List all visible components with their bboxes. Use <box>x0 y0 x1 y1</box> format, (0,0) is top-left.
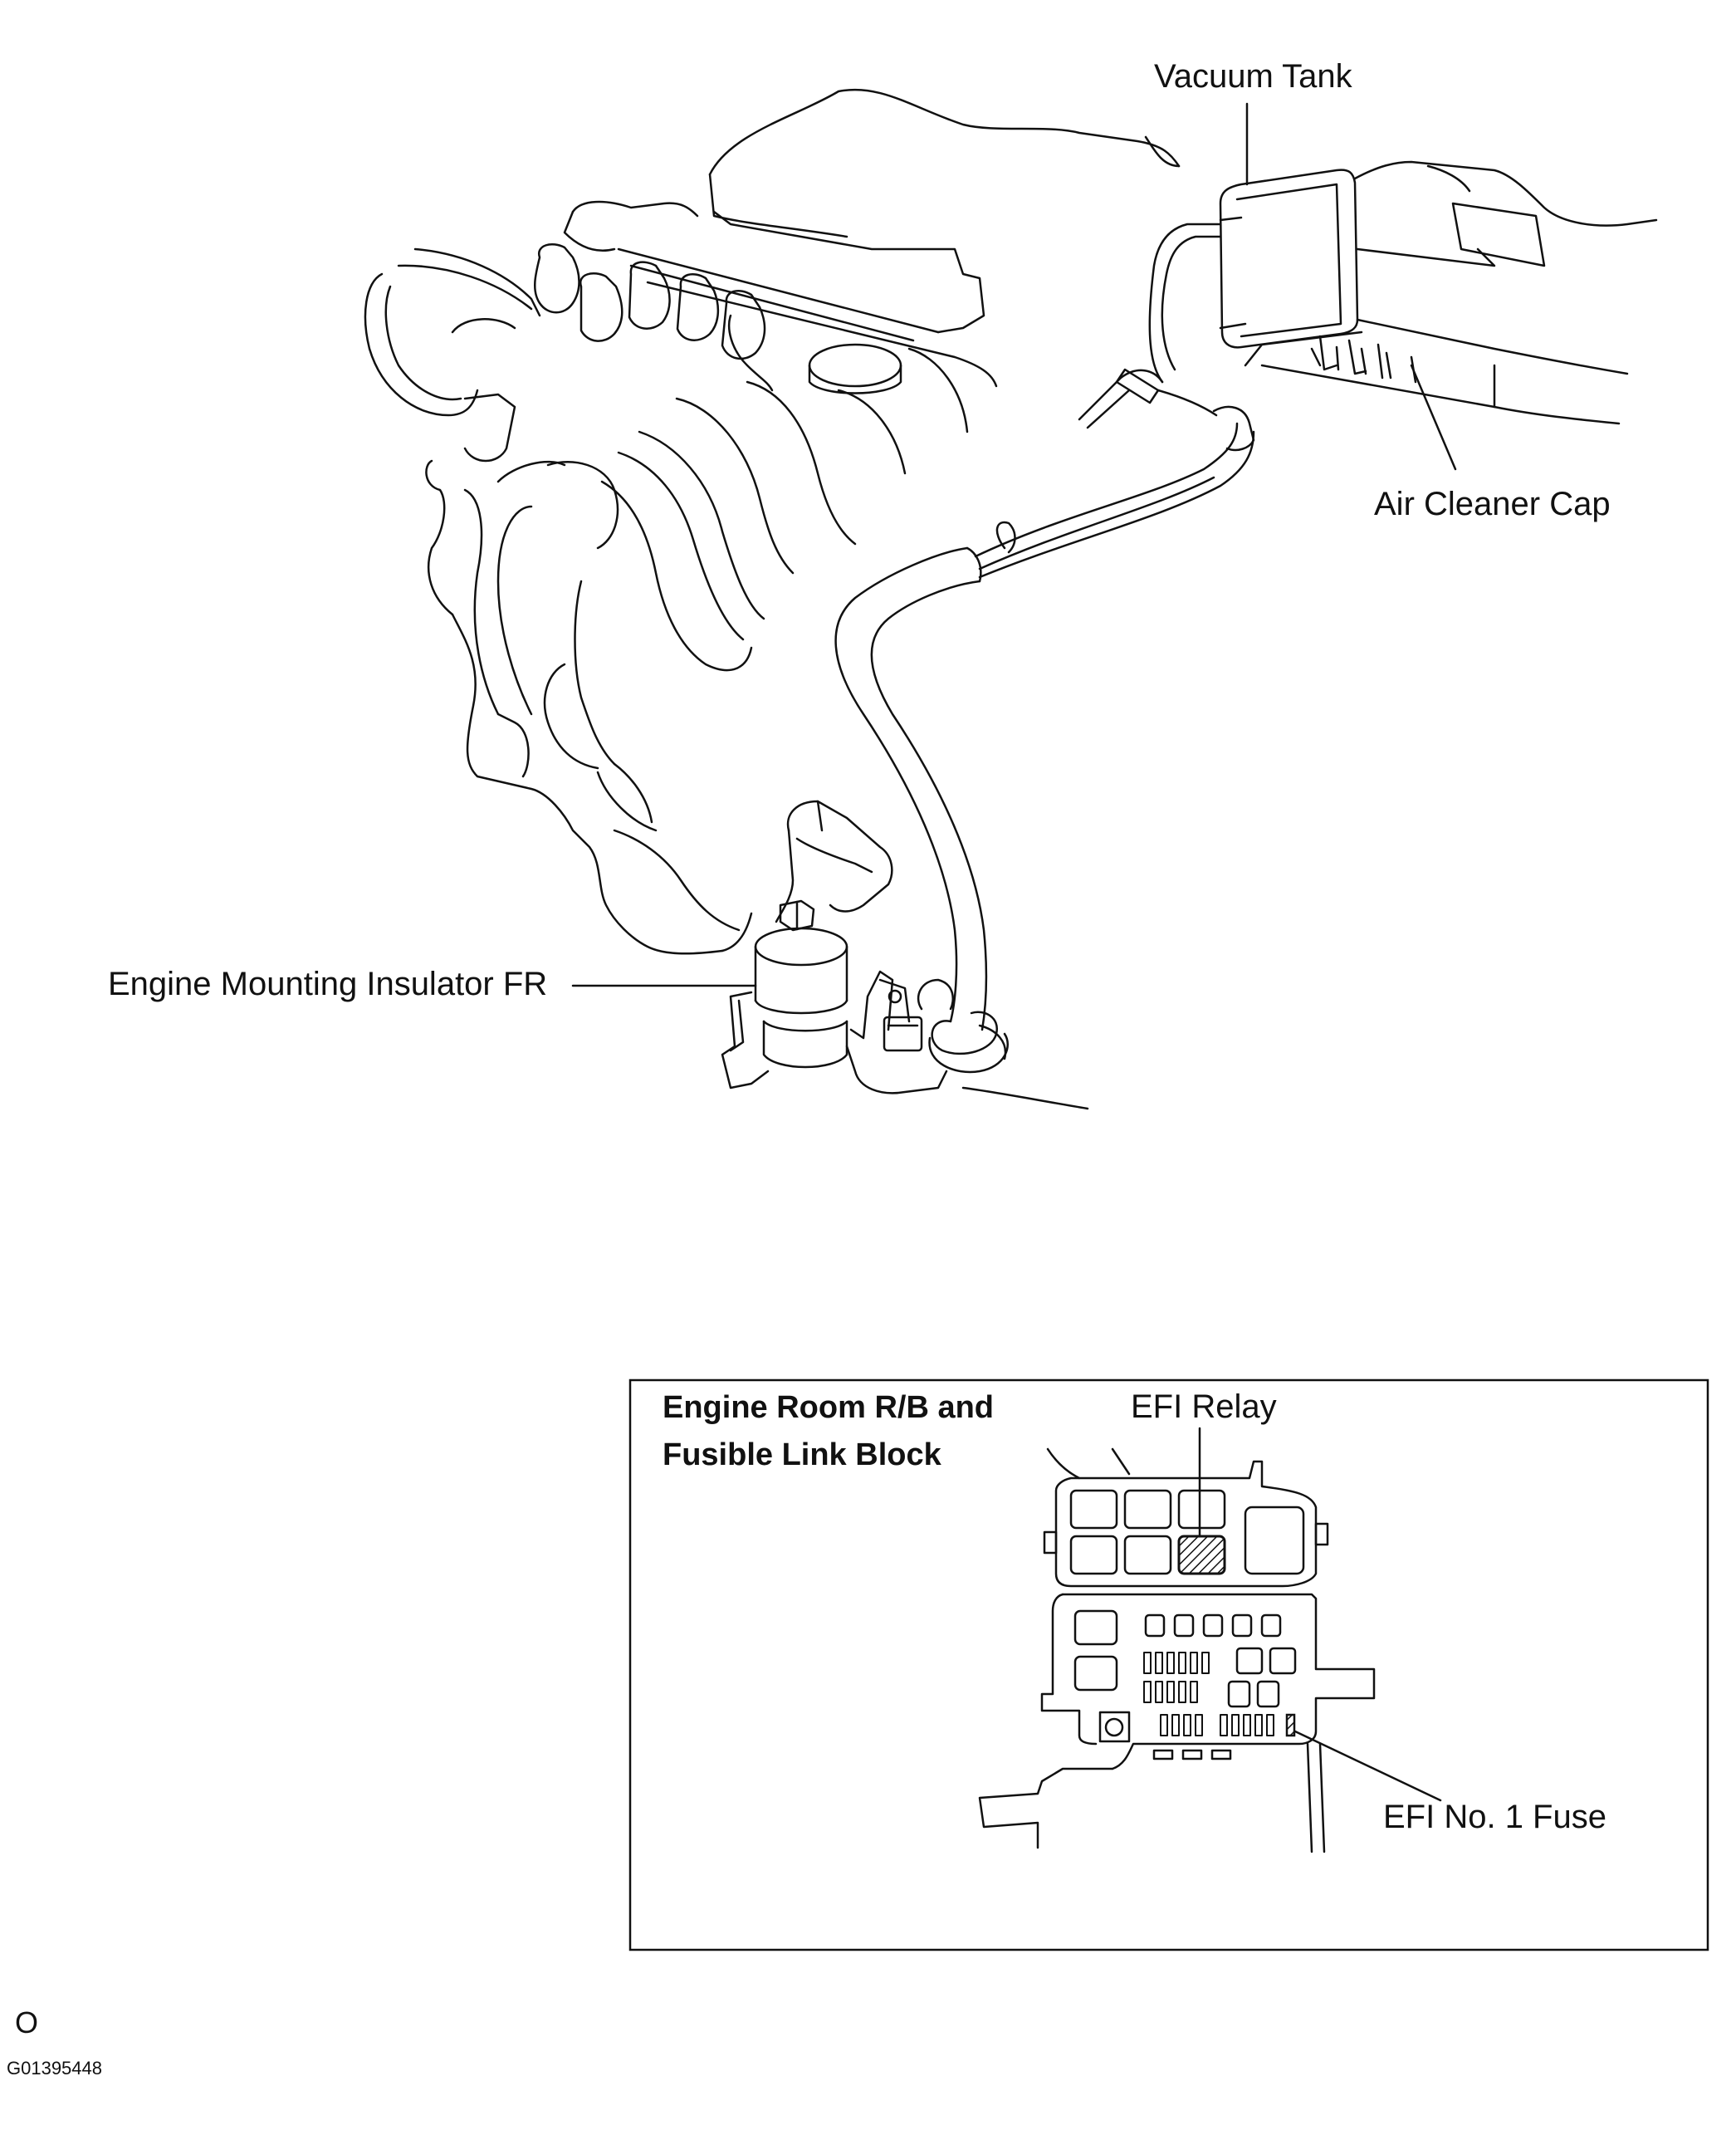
relay-block-illustration <box>980 1428 1440 1852</box>
vacuum-tank-and-air-cleaner <box>1220 162 1656 424</box>
vacuum-hose <box>836 224 1254 1072</box>
engine-mounting-insulator-label: Engine Mounting Insulator FR <box>108 966 548 1002</box>
relay-block-title-line1: Engine Room R/B and <box>663 1390 994 1425</box>
leader-lines <box>573 104 1455 986</box>
footer-mark: O <box>15 2005 39 2039</box>
efi-relay-label: EFI Relay <box>1131 1388 1277 1425</box>
inset-panel-frame <box>630 1380 1708 1950</box>
air-cleaner-cap-leader <box>1411 365 1455 469</box>
engine-mount-illustration <box>722 801 1088 1109</box>
relay-block-title-line2: Fusible Link Block <box>663 1437 941 1472</box>
figure-id: G01395448 <box>7 2058 102 2079</box>
efi-fuse-label: EFI No. 1 Fuse <box>1383 1799 1606 1835</box>
efi-fuse-highlight <box>1287 1715 1294 1736</box>
vacuum-tank-label: Vacuum Tank <box>1154 58 1352 95</box>
efi-relay-highlight <box>1179 1536 1225 1574</box>
engine-illustration <box>365 90 1179 953</box>
air-cleaner-cap-label: Air Cleaner Cap <box>1374 486 1611 522</box>
